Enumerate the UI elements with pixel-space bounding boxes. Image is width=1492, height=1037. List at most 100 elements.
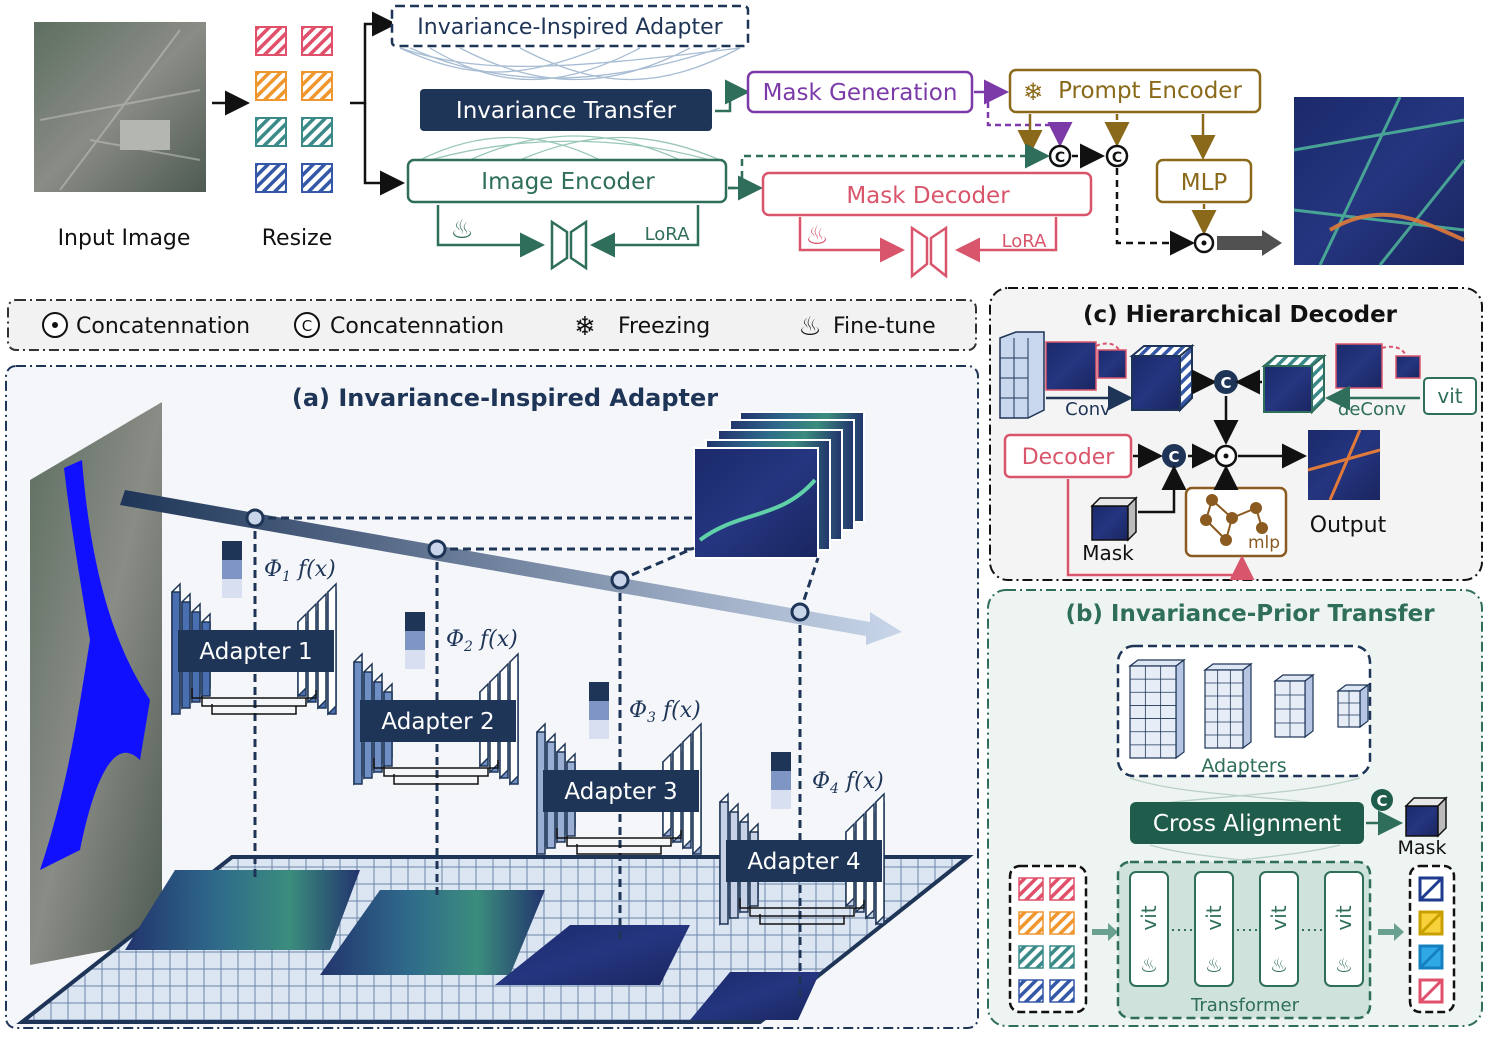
legend-finetune-label: Fine-tune <box>833 314 936 339</box>
concat-node-b <box>1371 789 1393 811</box>
prompt-encoder-box <box>1008 68 1262 114</box>
cross-alignment-box <box>1130 802 1364 844</box>
phi-label-2: Φ2 f(x) <box>446 627 518 655</box>
flame-icon: ♨ <box>450 215 473 245</box>
vit-block-1: vit♨ <box>1129 871 1169 987</box>
decoder-label: Decoder <box>1022 445 1116 470</box>
deconv-cube <box>1263 365 1313 413</box>
feature-cube <box>999 331 1045 419</box>
adapter-unit-3: Adapter 3 <box>536 722 702 856</box>
invariance-inspired-adapter-box <box>390 4 750 48</box>
vit-label-b-2: vit <box>1202 905 1226 930</box>
lora-label-2: LoRA <box>1002 231 1048 252</box>
svg-text:C: C <box>1220 374 1231 392</box>
mask-generation-label: Mask Generation <box>763 80 958 106</box>
mlp-box <box>1155 158 1253 204</box>
vit-label-b-3: vit <box>1267 905 1291 930</box>
input-cubes <box>1018 877 1075 1003</box>
vit-label-b-4: vit <box>1332 905 1356 930</box>
legend-c-label: Concatennation <box>330 314 504 339</box>
mask-cube-c <box>1091 505 1129 541</box>
input-cubes-box <box>1008 864 1088 1014</box>
panel-c-title: (c) Hierarchical Decoder <box>1083 302 1398 328</box>
flame-icon-2: ♨ <box>805 221 828 251</box>
lora-bottleneck-icon <box>550 219 588 271</box>
concat-node-c1 <box>1214 370 1238 394</box>
adapters-label: Adapters <box>1201 755 1286 777</box>
phi-label-3: Φ3 f(x) <box>629 698 701 726</box>
input-image <box>34 22 206 192</box>
phi-label-4: Φ4 f(x) <box>812 769 884 797</box>
output-map <box>1294 97 1464 265</box>
deconv-label: deConv <box>1338 399 1406 420</box>
mask-cube-b <box>1405 805 1439 837</box>
mask-decoder-label: Mask Decoder <box>846 183 1010 209</box>
vit-block-4: vit ♨ <box>1324 871 1364 987</box>
vit-box-c <box>1423 377 1477 415</box>
resize-cubes <box>255 26 333 193</box>
flame-icon-legend: ♨ <box>798 312 821 342</box>
mask-decoder-box <box>761 171 1093 217</box>
prompt-encoder-label: Prompt Encoder <box>1058 78 1242 104</box>
flame-icon-b-4: ♨ <box>1335 953 1353 977</box>
panel-a: (a) Invariance-Inspired Adapter <box>5 365 979 1029</box>
cross-alignment-label: Cross Alignment <box>1153 811 1341 837</box>
svg-text:C: C <box>302 317 312 335</box>
invariance-transfer-label: Invariance Transfer <box>456 98 677 124</box>
vit-block-3: vit ♨ <box>1259 871 1299 987</box>
vit-label-c: vit <box>1437 384 1462 408</box>
svg-text:C: C <box>1055 150 1065 166</box>
flame-icon-b-1: ♨ <box>1140 953 1158 977</box>
legend: Concatennation C Concatennation ❄ Freezi… <box>7 299 977 351</box>
mlp-label-c: mlp <box>1248 533 1280 553</box>
output-cubes-box <box>1408 864 1456 1014</box>
panel-b-title: (b) Invariance-Prior Transfer <box>1065 601 1435 627</box>
lora-bottleneck-icon-2 <box>910 225 948 279</box>
vit-block-2: vit ♨ <box>1194 871 1234 987</box>
transformer-box <box>1116 860 1372 1020</box>
adapter-cube-3 <box>1273 673 1315 739</box>
adapter-unit-2: Adapter 2 <box>353 652 519 786</box>
adapter-cube-4 <box>1336 683 1370 729</box>
svg-text:C: C <box>1168 448 1179 466</box>
image-encoder-label: Image Encoder <box>481 169 655 195</box>
svg-text:C: C <box>1112 150 1122 166</box>
phi-bar-1 <box>222 541 242 598</box>
legend-freeze-label: Freezing <box>618 314 710 339</box>
concat-node-1 <box>1048 144 1072 168</box>
concat-node-c2 <box>1162 444 1186 468</box>
svg-text:C: C <box>1376 792 1387 810</box>
phi-label-1: Φ1 f(x) <box>264 557 336 585</box>
conv-cube <box>1131 355 1181 411</box>
mask-generation-box <box>746 70 974 114</box>
resize-label: Resize <box>262 226 333 251</box>
mlp-label: MLP <box>1181 170 1228 196</box>
decoder-box <box>1003 433 1133 479</box>
conv-label: Conv <box>1065 399 1111 420</box>
mask-label-c: Mask <box>1082 541 1134 565</box>
legend-dot-label: Concatennation <box>76 314 250 339</box>
c-concat-icon <box>294 312 320 338</box>
snowflake-icon: ❄ <box>1023 78 1043 106</box>
flame-icon-b-3: ♨ <box>1270 953 1288 977</box>
stacked-heatmaps <box>693 411 865 559</box>
adapter-unit-1: Adapter 1 <box>171 582 337 716</box>
adapter-label-4: Adapter 4 <box>747 849 860 875</box>
panel-c: (c) Hierarchical Decoder Conv C deConv <box>989 287 1483 581</box>
output-cubes <box>1418 876 1444 1004</box>
invariance-transfer-box <box>420 89 712 131</box>
mask-label-b: Mask <box>1398 837 1447 859</box>
top-pipeline: Input Image Resize Invariance-Inspired A… <box>34 4 1466 279</box>
input-image-label: Input Image <box>58 226 191 251</box>
adapter-cube-2 <box>1203 662 1253 750</box>
phi-bar-2 <box>405 612 425 669</box>
transformer-label: Transformer <box>1190 995 1300 1016</box>
image-encoder-box <box>406 158 728 204</box>
lora-label-1: LoRA <box>645 224 691 245</box>
concat-node-2 <box>1105 144 1129 168</box>
flame-icon-b-2: ♨ <box>1205 953 1223 977</box>
invariance-inspired-adapter-label: Invariance-Inspired Adapter <box>417 15 723 40</box>
phi-bar-4 <box>771 752 791 809</box>
adapter-label-2: Adapter 2 <box>381 709 494 735</box>
adapter-unit-4: Adapter 4 <box>719 792 885 926</box>
